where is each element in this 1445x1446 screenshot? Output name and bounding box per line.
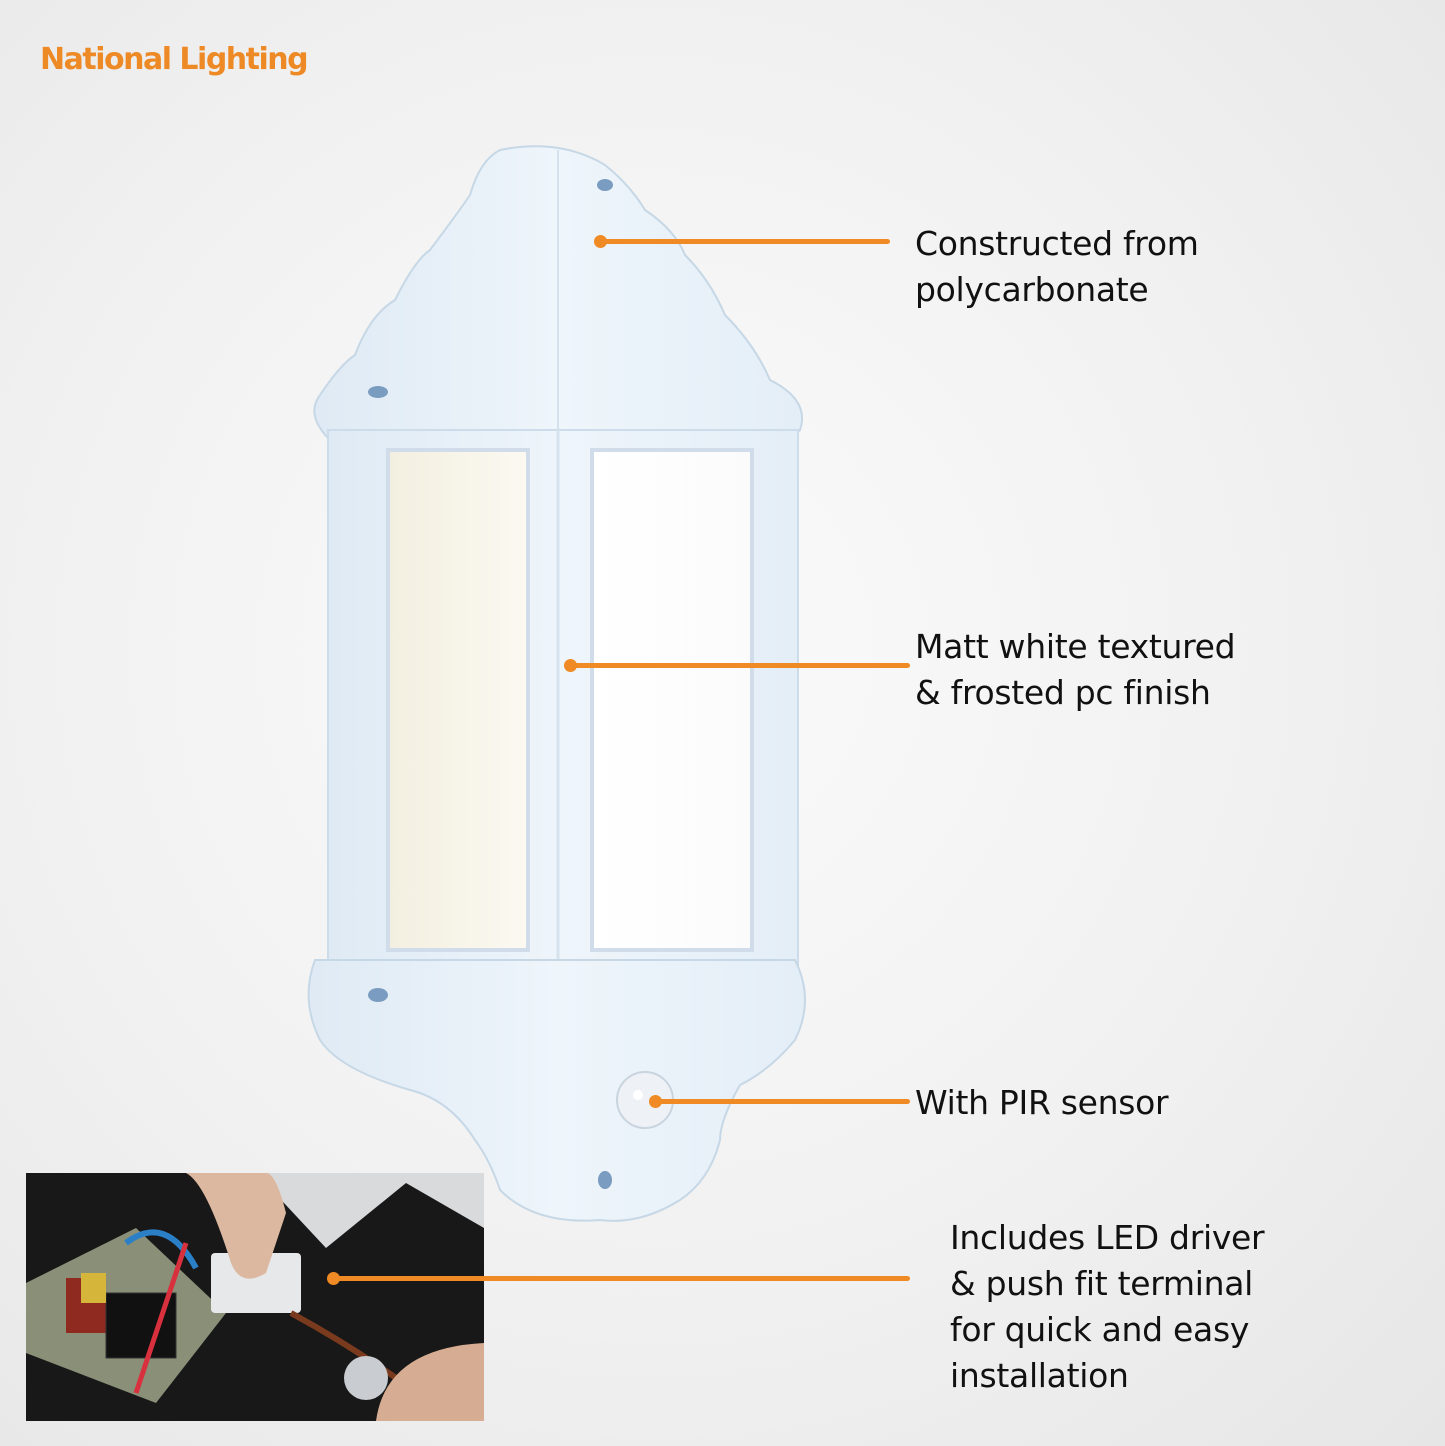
lantern-image xyxy=(307,145,806,1222)
callout-text-driver: Includes LED driver & push fit terminal … xyxy=(950,1218,1265,1395)
callout-text-finish: Matt white textured & frosted pc finish xyxy=(915,627,1236,712)
callout-text-material: Constructed from polycarbonate xyxy=(915,224,1199,309)
callout-line-finish xyxy=(570,663,910,668)
brand-logo: National Lighting xyxy=(40,42,309,77)
callout-line-driver xyxy=(333,1276,910,1281)
callout-line-material xyxy=(600,239,890,244)
callout-text-sensor: With PIR sensor xyxy=(915,1083,1169,1122)
callout-line-sensor xyxy=(655,1099,910,1104)
driver-inset-photo xyxy=(26,1173,484,1421)
